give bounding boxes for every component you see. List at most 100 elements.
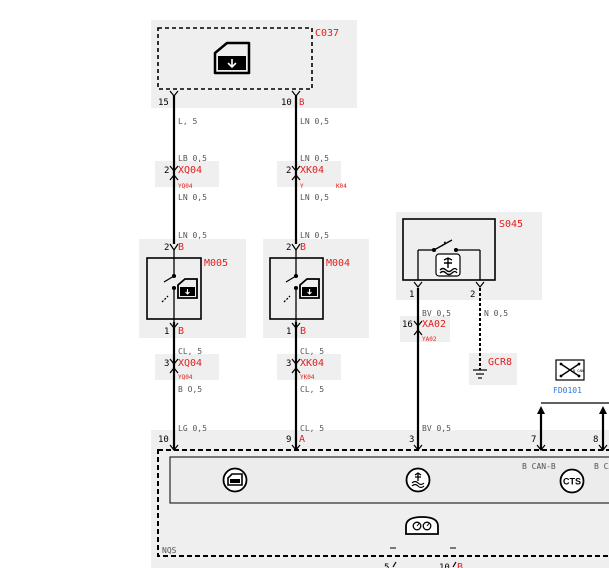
m004-pin-bot-letter: B xyxy=(300,326,306,337)
wire-right-low-labels: CL, 5 3 XK04 YK04 CL, 5 CL, 5 xyxy=(286,347,324,433)
m004-pin-bot: 1 xyxy=(286,327,291,337)
xq04-bot-sub: YQ04 xyxy=(178,374,193,381)
c037-panel xyxy=(151,20,357,108)
module-pin-3: 3 xyxy=(409,435,414,445)
wire-left-seg2: LN 0,5 xyxy=(178,193,207,202)
s045-pin-right: 2 xyxy=(470,290,475,300)
wire-s045-seg1: BV 0,5 xyxy=(422,309,451,318)
c037-pin-right-letter: B xyxy=(299,98,304,108)
m005-switch-symbol xyxy=(161,250,177,322)
xk04-top-panel xyxy=(277,161,341,187)
coolant-level-switch-icon xyxy=(435,253,461,277)
xq04-top-panel xyxy=(155,161,219,187)
gcr8-label: GCR8 xyxy=(488,357,512,368)
xk04-top-id: XK04 xyxy=(300,165,324,176)
wire-left-labels: L, 5 LB 0,5 2 XQ04 YQ04 LN 0,5 LN 0,5 xyxy=(164,117,207,240)
xq04-bot-id: XQ04 xyxy=(178,358,202,369)
xk04-bot-id: XK04 xyxy=(300,358,324,369)
xq04-top-pin: 2 xyxy=(164,166,169,176)
window-switch-icon xyxy=(213,41,251,75)
xk04-top-pin: 2 xyxy=(286,166,291,176)
module-pin-labels: 10 9 A 3 7 8 xyxy=(158,434,598,445)
wire-right-conn-top: LN 0,5 xyxy=(300,154,329,163)
cts-icon: CTS xyxy=(559,468,585,494)
module-pin-9-letter: A xyxy=(299,434,305,445)
nqs-label: NQS xyxy=(162,546,177,555)
wire-right-low-seg2: CL, 5 xyxy=(300,385,324,394)
wire-right-seg2: LN 0,5 xyxy=(300,193,329,202)
c037-box xyxy=(157,27,313,90)
bottom-pin-10: 10 xyxy=(439,563,450,568)
m004-label: M004 xyxy=(326,258,350,269)
c037-pin-left: 15 xyxy=(158,98,169,108)
module-pin-9: 9 xyxy=(286,435,291,445)
wire-right-low-seg1: CL, 5 xyxy=(300,347,324,356)
wire-right-labels: LN 0,5 LN 0,5 2 XK04 Y K04 LN 0,5 LN 0,5 xyxy=(286,117,347,240)
wire-right-seg1: LN 0,5 xyxy=(300,117,329,126)
xk04-bot-pin: 3 xyxy=(286,359,291,369)
wire-left-conn-top: LB 0,5 xyxy=(178,154,207,163)
can-network-icon: B CAN xyxy=(555,359,585,381)
c037-label: C037 xyxy=(315,28,339,39)
s045-switch-symbol xyxy=(417,239,481,280)
xq04-bot-pin: 3 xyxy=(164,359,169,369)
nqs-module[interactable]: NQS CTS B CAN-B B CAN- xyxy=(157,449,609,557)
can-icon-text: B CAN xyxy=(573,369,584,373)
s045-label: S045 xyxy=(499,219,523,230)
m005-pin-top: 2 xyxy=(164,243,169,253)
m005-label: M005 xyxy=(204,258,228,269)
m005-component[interactable]: 2 B M005 1 B xyxy=(146,242,228,337)
s045-component[interactable]: S045 1 2 xyxy=(402,218,523,300)
window-lift-switch-icon xyxy=(299,278,320,299)
can-l-label: B CAN- xyxy=(594,462,609,471)
m004-pin-top-letter: B xyxy=(300,242,306,253)
connector-marks xyxy=(169,165,423,374)
wires xyxy=(172,96,605,450)
xa02-id: XA02 xyxy=(422,319,446,330)
window-lift-switch-icon xyxy=(177,278,198,299)
m005-pin-top-letter: B xyxy=(178,242,184,253)
fd0101-component[interactable]: B CAN FD0101 xyxy=(537,359,609,414)
wire-left-low-seg2: B O,5 xyxy=(178,385,202,394)
wire-left-seg1: L, 5 xyxy=(178,117,197,126)
wire-s045-labels: BV 0,5 16 XA02 YA02 BV 0,5 N 0,5 GCR8 xyxy=(402,309,512,433)
xk04-bot-panel xyxy=(277,354,341,380)
bottom-pins: 5 10 B xyxy=(384,547,463,568)
ground-wire-label: N 0,5 xyxy=(484,309,508,318)
wire-s045-seg2: BV 0,5 xyxy=(422,424,451,433)
m004-component[interactable]: 2 B M004 1 B xyxy=(269,242,350,337)
ground-icon xyxy=(473,369,487,379)
gauge-cluster-icon xyxy=(405,516,439,535)
wire-left-seg3: LN 0,5 xyxy=(178,231,207,240)
can-h-label: B CAN-B xyxy=(522,462,556,471)
window-control-icon xyxy=(222,467,248,493)
xq04-bot-panel xyxy=(155,354,219,380)
wire-left-low-seg3: LG 0,5 xyxy=(178,424,207,433)
coolant-icon xyxy=(405,467,431,493)
gcr8-panel xyxy=(469,353,517,385)
xa02-sub: YA02 xyxy=(422,336,437,343)
bottom-pin-5: 5 xyxy=(384,563,389,568)
module-pin-8: 8 xyxy=(593,435,598,445)
xa02-pin: 16 xyxy=(402,320,413,330)
fd0101-label: FD0101 xyxy=(553,386,582,395)
module-pin-7: 7 xyxy=(531,435,536,445)
xa02-panel xyxy=(400,316,450,342)
m005-pin-bot: 1 xyxy=(164,327,169,337)
xk04-top-sub-b: K04 xyxy=(336,183,347,190)
m004-switch-symbol xyxy=(283,250,299,322)
m005-pin-bot-letter: B xyxy=(178,326,184,337)
c037-component[interactable]: C037 15 10 B xyxy=(157,27,339,108)
xk04-bot-sub: YK04 xyxy=(300,374,315,381)
c037-pin-right: 10 xyxy=(281,98,292,108)
bottom-pin-10-letter: B xyxy=(457,562,463,568)
wire-right-seg3: LN 0,5 xyxy=(300,231,329,240)
xq04-top-sub: YQ04 xyxy=(178,183,193,190)
wire-left-low-seg1: CL, 5 xyxy=(178,347,202,356)
wire-left-low-labels: CL, 5 3 XQ04 YQ04 B O,5 LG 0,5 xyxy=(164,347,207,433)
nqs-outline xyxy=(157,449,609,557)
xq04-top-id: XQ04 xyxy=(178,165,202,176)
cts-text: CTS xyxy=(563,477,581,487)
s045-pin-left: 1 xyxy=(409,290,414,300)
